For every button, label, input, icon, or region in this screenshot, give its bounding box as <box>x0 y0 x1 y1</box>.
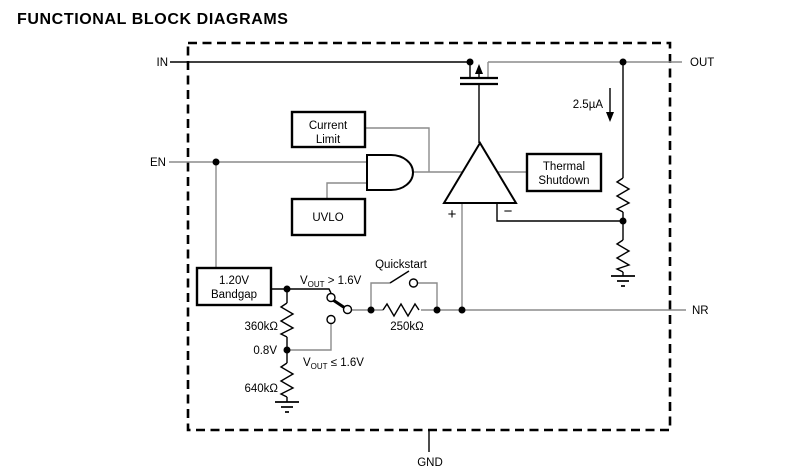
reference-resistor-top <box>279 302 295 338</box>
reference-select-switch <box>326 292 353 325</box>
junction-dot <box>458 306 466 314</box>
bandgap-output-wire <box>271 288 332 294</box>
quickstart-switch-contact <box>408 278 419 288</box>
pin-nr-label: NR <box>692 305 709 317</box>
junction-dot <box>433 306 441 314</box>
tap-voltage-label: 0.8V <box>253 345 277 357</box>
reference-divider <box>275 302 299 413</box>
uvlo-block: UVLO <box>290 197 367 237</box>
and-gate <box>366 154 414 191</box>
output-feedback-divider <box>611 177 635 287</box>
tap-0v8-wire <box>287 324 332 351</box>
current-limit-box <box>290 110 367 149</box>
junction-dot <box>212 158 220 166</box>
current-limit-label-2: Limit <box>316 134 341 146</box>
primary-wires <box>170 61 624 452</box>
vout-gt-label: VOUT > 1.6V <box>300 275 362 289</box>
thermal-shutdown-box <box>525 152 603 193</box>
uvlo-box <box>290 197 367 237</box>
quiescent-current-label: 2.5µA <box>573 99 604 111</box>
thermal-shutdown-label-1: Thermal <box>543 161 585 173</box>
amp-plus-label: + <box>448 206 457 223</box>
junction-dots <box>212 58 627 354</box>
quickstart-wire-left <box>370 282 390 310</box>
error-amplifier <box>442 141 518 204</box>
pmos-pass-transistor <box>460 64 498 86</box>
current-limit-block: Current Limit <box>290 110 367 149</box>
quickstart-switch <box>389 270 419 288</box>
junction-dot <box>283 346 291 354</box>
junction-dot <box>283 285 291 293</box>
amp-minus-label: − <box>504 203 513 220</box>
thermal-shutdown-block: Thermal Shutdown <box>525 152 603 193</box>
reference-resistor-bottom-label: 640kΩ <box>244 383 278 395</box>
bandgap-block: 1.20V Bandgap <box>195 266 273 307</box>
uvlo-label: UVLO <box>312 212 343 224</box>
feedback-wire <box>496 203 623 222</box>
switch-pole <box>342 304 353 315</box>
uvlo-wire <box>326 182 367 199</box>
reference-resistor-top-label: 360kΩ <box>244 321 278 333</box>
junction-dot <box>619 58 627 66</box>
feedback-resistor-top <box>615 177 631 213</box>
bandgap-label-2: Bandgap <box>211 289 257 301</box>
junction-dot <box>466 58 474 66</box>
pin-out-label: OUT <box>690 57 714 69</box>
junction-dot <box>619 217 627 225</box>
feedback-resistor-bottom <box>615 239 631 273</box>
quickstart-switch-arm <box>389 270 410 284</box>
pin-in-label: IN <box>157 57 169 69</box>
current-arrowhead-icon <box>606 112 614 122</box>
pin-en-label: EN <box>150 157 166 169</box>
quiescent-current-arrow <box>606 88 614 122</box>
bandgap-label-1: 1.20V <box>219 275 249 287</box>
nr-resistor <box>382 302 420 318</box>
ground-symbol-right <box>611 275 635 287</box>
page-title: FUNCTIONAL BLOCK DIAGRAMS <box>17 11 289 28</box>
switch-contact-bandgap <box>326 292 336 303</box>
bandgap-box <box>195 266 273 307</box>
current-limit-wire <box>365 127 430 172</box>
current-limit-label-1: Current <box>309 120 348 132</box>
switch-arm <box>332 298 346 310</box>
junction-dot <box>367 306 375 314</box>
reference-resistor-bottom <box>279 362 295 398</box>
quickstart-label: Quickstart <box>375 259 428 271</box>
nr-resistor-label: 250kΩ <box>390 321 424 333</box>
mosfet-body-arrow <box>475 64 483 74</box>
thermal-shutdown-label-2: Shutdown <box>538 175 589 187</box>
vout-le-label: VOUT ≤ 1.6V <box>303 357 364 371</box>
switch-contact-0v8 <box>326 314 336 325</box>
ground-symbol-left <box>275 401 299 413</box>
pin-gnd-label: GND <box>417 457 443 469</box>
signal-wires <box>169 61 686 351</box>
quickstart-wire-right <box>418 282 438 310</box>
